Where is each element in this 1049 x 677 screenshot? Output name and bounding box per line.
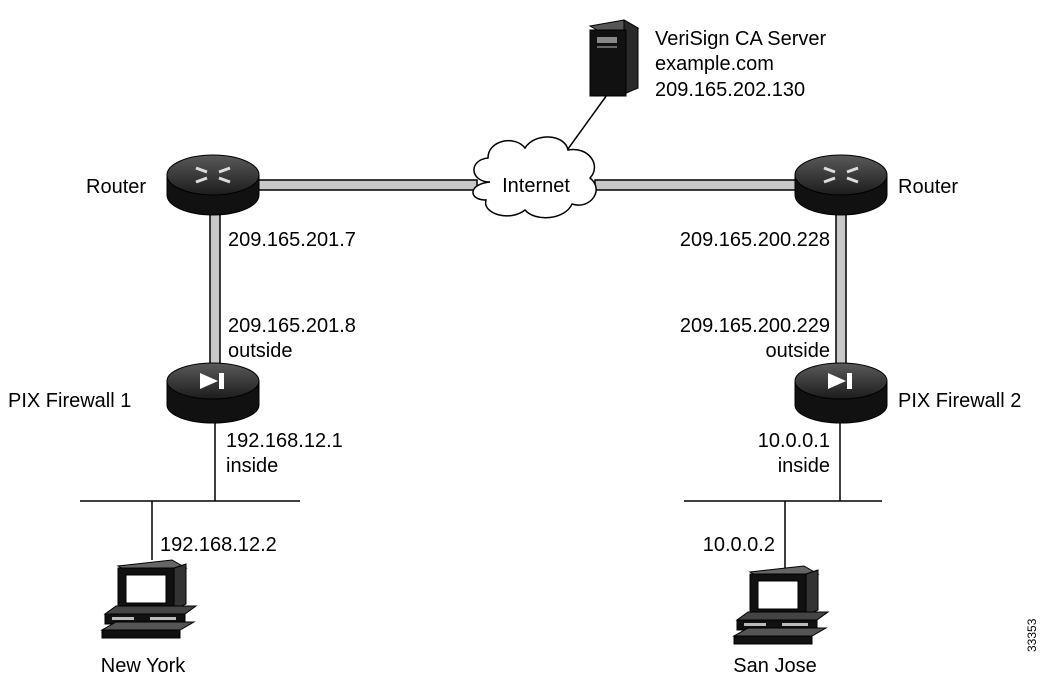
server-tower-icon [588,19,640,97]
figure-id: 33353 [1025,618,1039,652]
right-firewall-outside-ip: 209.165.200.229 [680,315,830,337]
left-firewall-outside-label: outside [228,340,293,362]
right-firewall-icon [794,362,888,424]
left-location-label: New York [101,655,186,677]
left-router-ip: 209.165.201.7 [228,229,356,251]
link-internet-right-router [594,179,799,191]
server-domain: example.com [655,53,774,75]
left-router-icon [166,154,260,216]
right-location-label: San Jose [733,655,816,677]
right-router-label: Router [898,176,958,198]
server-ip: 209.165.202.130 [655,79,805,101]
internet-label: Internet [502,175,570,197]
right-firewall-inside-label: inside [778,455,830,477]
left-firewall-inside-label: inside [226,455,278,477]
right-router-ip: 209.165.200.228 [680,229,830,251]
left-firewall-icon [166,362,260,424]
right-host-ip: 10.0.0.2 [703,534,775,556]
right-workstation-icon [732,565,830,645]
left-workstation-icon [100,559,198,639]
cloud-icon [472,136,597,219]
left-router-label: Router [86,176,146,198]
left-host-ip: 192.168.12.2 [160,534,277,556]
link-right-router-firewall [835,209,847,373]
server-name: VeriSign CA Server [655,28,827,50]
left-firewall-outside-ip: 209.165.201.8 [228,315,356,337]
right-firewall-label: PIX Firewall 2 [898,390,1021,412]
right-firewall-inside-ip: 10.0.0.1 [758,430,830,452]
right-firewall-outside-label: outside [766,340,831,362]
right-router-icon [794,154,888,216]
link-server-internet [559,87,613,161]
link-left-router-internet [254,179,478,191]
left-firewall-inside-ip: 192.168.12.1 [226,430,343,452]
left-firewall-label: PIX Firewall 1 [8,390,131,412]
link-left-router-firewall [209,209,221,373]
